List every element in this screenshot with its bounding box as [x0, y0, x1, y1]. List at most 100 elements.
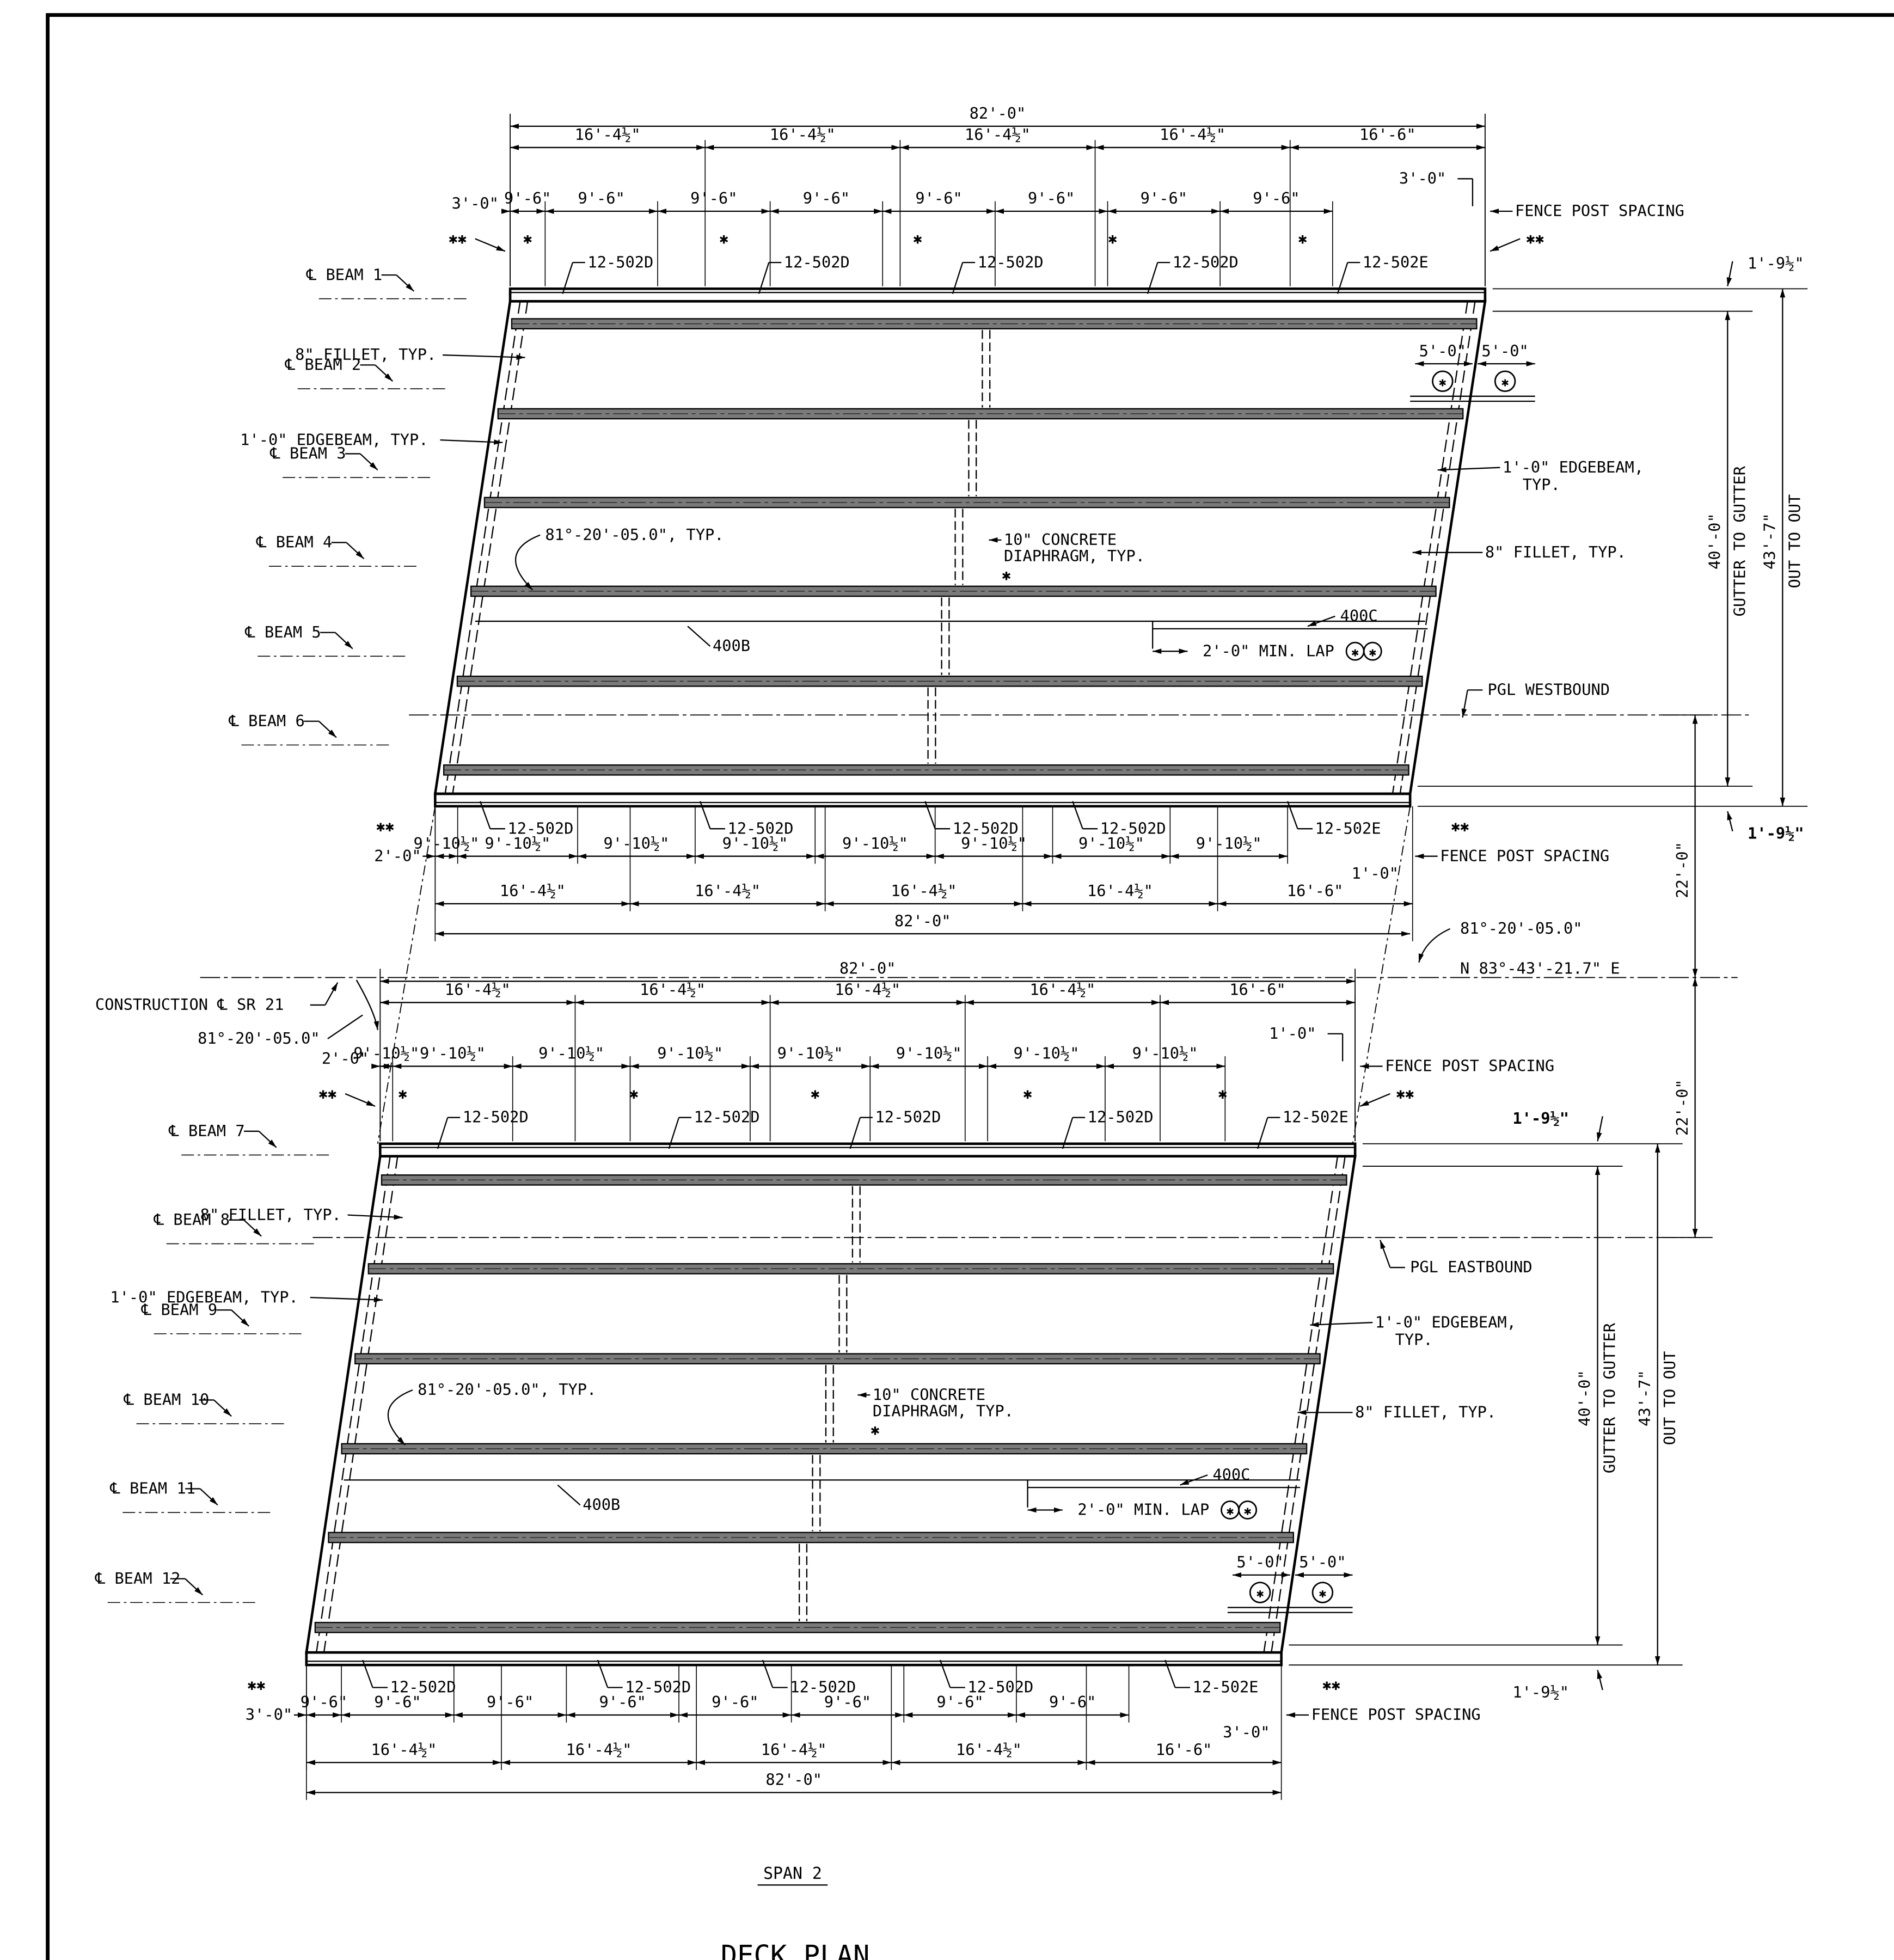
bar-leader — [1147, 262, 1159, 294]
beam-label-arrow — [334, 632, 353, 650]
asterisk-mark: ✱ — [1218, 1085, 1227, 1102]
bar-mark-label: 12-502D — [1088, 1108, 1154, 1126]
fence-post-spacing-label: FENCE POST SPACING — [1311, 1705, 1481, 1724]
segment-dimension-label: 16'-6" — [1156, 1740, 1212, 1759]
lap-dimension-label: 5'-0" — [1419, 341, 1466, 360]
beam-label: ℄ BEAM 8 — [154, 1210, 230, 1229]
post-spacing-label: 9'-10½" — [420, 1044, 486, 1063]
asterisk-mark: ✱ — [629, 1085, 639, 1102]
post-spacing-label: 9'-6" — [1141, 189, 1187, 207]
asterisk-icon: ✱ — [1439, 375, 1446, 389]
construction-arrow — [324, 982, 339, 1006]
beam-label: ℄ BEAM 5 — [244, 623, 321, 641]
bar-leader — [1287, 801, 1298, 829]
segment-dimension-label: 16'-4½" — [835, 981, 900, 999]
out-to-out-dimension-label: 43'-7" — [1761, 513, 1779, 569]
skew-angle-arc — [1418, 928, 1451, 963]
east-edgebeam-dashed-right — [1263, 1156, 1339, 1653]
double-asterisk-mark: ✱✱ — [1451, 818, 1469, 835]
asterisk-mark: ✱ — [1002, 566, 1011, 584]
beam-label: ℄ BEAM 7 — [168, 1122, 244, 1140]
west-edgebeam-dashed-right — [1392, 301, 1468, 794]
bar-leader — [362, 1659, 373, 1688]
skew-angle-arc — [514, 534, 541, 591]
end-distance-label: 3'-0" — [1399, 169, 1446, 187]
post-spacing-label: 9'-10½" — [722, 834, 788, 853]
post-spacing-label: 9'-10½" — [842, 834, 908, 853]
gutter-dimension-label: 40'-0" — [1576, 1370, 1594, 1426]
post-spacing-label: 9'-6" — [803, 189, 850, 207]
west-bottom-rail — [434, 792, 1412, 808]
post-spacing-label: 9'-10½" — [657, 1044, 723, 1063]
out-to-out-label: OUT TO OUT — [1785, 494, 1804, 589]
beam-label-arrow — [346, 542, 365, 560]
construction-centerline-label: CONSTRUCTION ℄ SR 21 — [95, 995, 284, 1014]
beam-label: ℄ BEAM 4 — [256, 533, 332, 552]
beam-label-arrow — [359, 453, 378, 471]
bar-mark-label: 12-502D — [967, 1678, 1033, 1696]
bar-leader — [668, 1117, 680, 1149]
bar-mark-label: 12-502D — [1173, 253, 1239, 271]
skew-angle-arc — [355, 979, 379, 1030]
end-distance-label: 3'-0" — [246, 1705, 292, 1724]
bar-400b-leader — [557, 1484, 581, 1506]
asterisk-mark: ✱ — [1023, 1085, 1032, 1102]
rail-dimension-label: 1'-9½" — [1748, 824, 1804, 843]
end-distance-label: 3'-0" — [452, 194, 499, 212]
east-edgebeam-dashed-left — [323, 1156, 399, 1653]
bar-mark-label: 12-502D — [875, 1108, 941, 1126]
segment-dimension-label: 16'-4½" — [500, 881, 566, 900]
bar-mark-label: 12-502D — [953, 819, 1019, 837]
rail-dimension-label: 1'-9½" — [1512, 1683, 1569, 1701]
note-arrow — [1359, 1093, 1390, 1107]
bar-400c-label: 400C — [1340, 607, 1378, 625]
segment-dimension-label: 16'-4½" — [965, 125, 1031, 144]
bar-leader — [1072, 801, 1083, 829]
asterisk-mark: ✱ — [1108, 230, 1117, 248]
bar-mark-label: 12-502E — [1193, 1678, 1259, 1696]
asterisk-icon: ✱ — [1319, 1587, 1327, 1601]
circled-note-icon — [1363, 641, 1382, 661]
note-arrow — [443, 354, 525, 360]
segment-dimension-label: 16'-4½" — [575, 125, 641, 144]
diaphragm-note: 10" CONCRETE — [873, 1385, 985, 1404]
asterisk-mark: ✱ — [1298, 230, 1307, 248]
bar-leader — [597, 1659, 609, 1688]
note-arrow — [345, 1093, 376, 1107]
end-distance-label: 1'-0" — [1352, 864, 1399, 883]
segment-dimension-label: 16'-4½" — [1160, 125, 1225, 144]
bar-leader — [924, 801, 936, 829]
circled-note-icon — [1432, 370, 1454, 392]
west-edgebeam-dashed-left — [444, 301, 521, 794]
overall-dimension-label: 82'-0" — [894, 911, 951, 930]
note-arrow — [1307, 615, 1335, 627]
asterisk-icon: ✱ — [1256, 1587, 1264, 1601]
beam-label: ℄ BEAM 3 — [269, 444, 346, 463]
edgebeam-note: 1'-0" EDGEBEAM, TYP. — [240, 430, 428, 449]
west-edgebeam-dashed-right — [1399, 301, 1476, 794]
fence-post-spacing-label: FENCE POST SPACING — [1440, 847, 1609, 865]
note-arrow — [1310, 1321, 1373, 1327]
segment-dimension-label: 16'-4½" — [566, 1740, 632, 1759]
lap-note: 2'-0" MIN. LAP — [1077, 1500, 1209, 1519]
offset-dimension-label: 22'-0" — [1673, 842, 1691, 898]
west-top-rail — [508, 287, 1487, 303]
out-to-out-dimension-label: 43'-7" — [1635, 1370, 1654, 1426]
post-spacing-label: 9'-6" — [301, 1693, 347, 1711]
segment-dimension-label: 16'-4½" — [761, 1740, 827, 1759]
post-spacing-label: 9'-6" — [936, 1693, 983, 1711]
bar-leader — [1164, 1659, 1176, 1688]
skew-angle-note: 81°-20'-05.0", TYP. — [418, 1380, 596, 1399]
post-spacing-label: 9'-10½" — [1078, 834, 1144, 853]
segment-dimension-label: 16'-4½" — [1087, 881, 1153, 900]
fillet-note: 8" FILLET, TYP. — [1355, 1403, 1496, 1422]
edgebeam-note: 1'-0" EDGEBEAM, — [1375, 1313, 1516, 1331]
asterisk-icon: ✱ — [1369, 645, 1376, 659]
edgebeam-note: 1'-0" EDGEBEAM, — [1503, 458, 1644, 476]
edgebeam-note-cont: TYP. — [1395, 1330, 1433, 1349]
rail-dimension-label: 1'-9½" — [1748, 254, 1804, 273]
bar-leader — [1337, 262, 1349, 294]
post-spacing-label: 9'-10½" — [1014, 1044, 1080, 1063]
east-top-rail — [379, 1142, 1357, 1158]
bar-400c-label: 400C — [1212, 1465, 1250, 1484]
